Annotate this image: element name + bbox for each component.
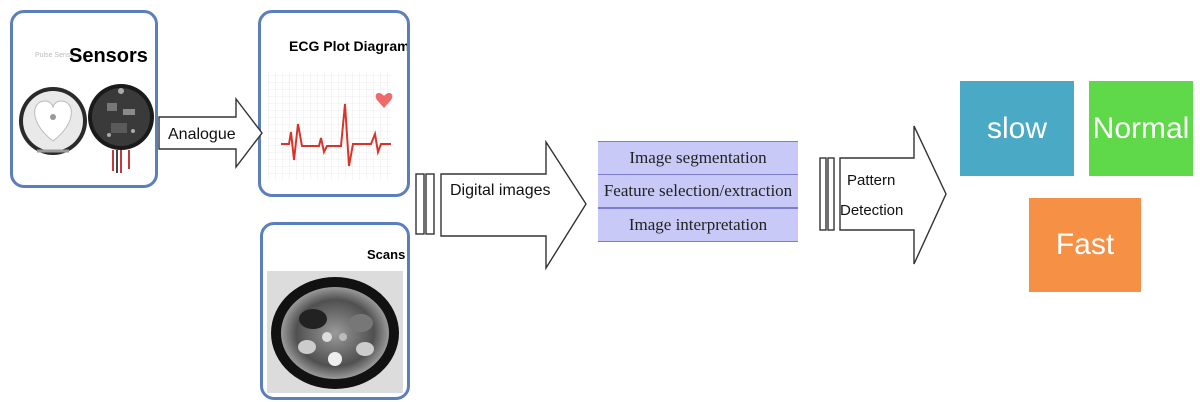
heart-rate-sensor-boards-icon: Pulse Sensor (19, 52, 154, 173)
scans-box: Scans (260, 222, 410, 400)
pattern-detection-arrow (819, 125, 947, 265)
outcome-slow-tile: slow (960, 81, 1074, 176)
processing-step: Feature selection/extraction (598, 174, 798, 208)
scans-title: Scans (367, 247, 406, 262)
analogue-label: Analogue (168, 126, 236, 143)
analogue-arrow (158, 97, 263, 170)
sensors-box: Pulse Sensor Sensors (10, 10, 158, 188)
pattern-label-line2: Detection (840, 202, 904, 219)
outcome-slow-label: slow (986, 111, 1047, 145)
ecg-waveform-icon (267, 72, 393, 180)
outcome-fast-tile: Fast (1029, 198, 1141, 292)
outcome-normal-tile: Normal (1089, 81, 1193, 176)
pattern-label-line1: Pattern (847, 172, 896, 189)
ct-scan-icon (267, 271, 403, 393)
ecg-title: ECG Plot Diagram (289, 38, 410, 54)
digital-images-arrow (415, 140, 587, 271)
digital-images-label: Digital images (450, 182, 551, 199)
sensors-title: Sensors (69, 45, 148, 67)
outcome-fast-label: Fast (1055, 228, 1115, 261)
outcome-normal-label: Normal (1092, 111, 1190, 145)
processing-step: Image segmentation (598, 141, 798, 175)
svg-text:Pulse Sensor: Pulse Sensor (35, 52, 77, 59)
ecg-plot-box: ECG Plot Diagram (258, 10, 410, 197)
processing-step: Image interpretation (598, 208, 798, 242)
